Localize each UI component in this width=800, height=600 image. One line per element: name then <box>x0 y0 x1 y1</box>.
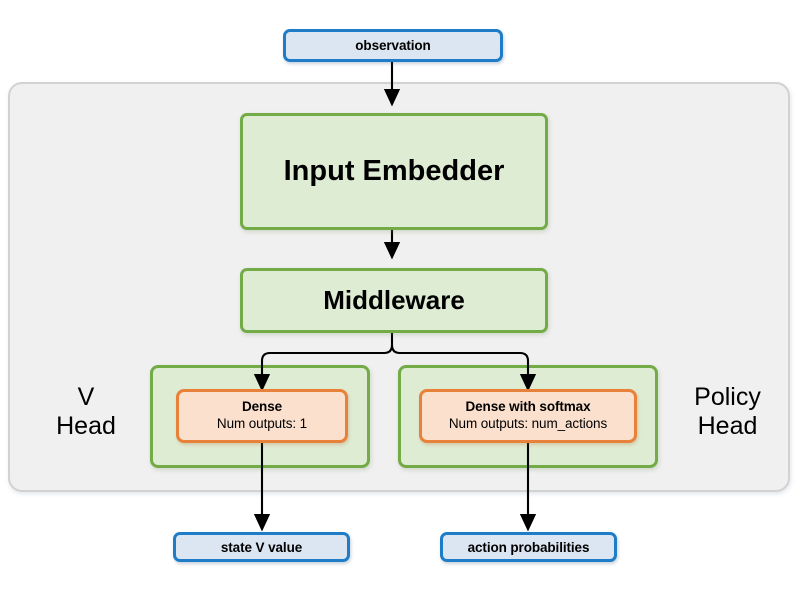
node-state-v-value[interactable]: state V value <box>173 532 350 562</box>
node-v-head-dense-subtitle: Num outputs: 1 <box>216 416 308 431</box>
node-observation-label: observation <box>355 38 431 53</box>
node-policy-head-dense-subtitle: Num outputs: num_actions <box>448 416 608 431</box>
node-policy-head-dense-title: Dense with softmax <box>465 399 591 415</box>
node-v-head-dense[interactable]: Dense Num outputs: 1 <box>176 389 348 443</box>
node-state-v-value-label: state V value <box>220 539 303 555</box>
node-policy-head-dense[interactable]: Dense with softmax Num outputs: num_acti… <box>419 389 637 443</box>
node-middleware[interactable]: Middleware <box>240 268 548 333</box>
node-middleware-label: Middleware <box>323 285 465 315</box>
v-head-caption: V Head <box>56 383 116 440</box>
node-observation[interactable]: observation <box>283 29 503 62</box>
node-action-probabilities-label: action probabilities <box>467 539 590 555</box>
node-v-head-dense-title: Dense <box>241 399 283 415</box>
node-input-embedder-label: Input Embedder <box>283 155 505 187</box>
policy-head-caption: Policy Head <box>694 383 761 440</box>
node-input-embedder[interactable]: Input Embedder <box>240 113 548 230</box>
node-action-probabilities[interactable]: action probabilities <box>440 532 617 562</box>
